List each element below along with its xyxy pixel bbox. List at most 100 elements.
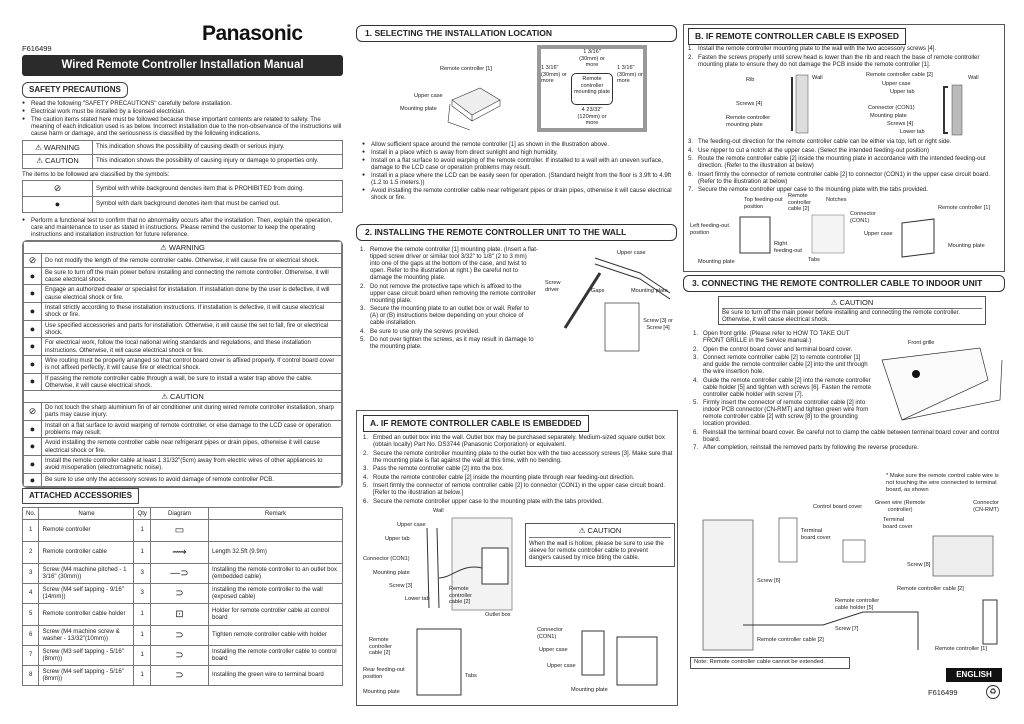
- warning-row: ●Be sure to use only the accessory screw…: [23, 472, 342, 488]
- step-item: 4.Use nipper to cut a notch at the upper…: [688, 147, 1002, 154]
- step-item: 4.Be sure to use only the screws provide…: [360, 328, 538, 335]
- warning-text: Use specified accessories and parts for …: [41, 319, 342, 339]
- upper-case-drawing: [416, 628, 658, 696]
- label-mounting-plate: Mounting plate: [400, 106, 437, 112]
- label-screws: Screws [4]: [887, 121, 914, 127]
- item-diagram-icon: ⊃: [149, 582, 209, 604]
- warning-text: Do not modify the length of the remote c…: [41, 253, 342, 268]
- recycle-icon: ♻: [986, 685, 1000, 699]
- label-upper-case: Upper case: [414, 93, 443, 99]
- safety-heading: SAFETY PRECAUTIONS: [22, 82, 128, 99]
- label-remote-controller: Remote controller [1]: [938, 205, 990, 211]
- warning-caution-table: ⚠ WARNING⊘Do not modify the length of th…: [22, 240, 343, 489]
- section-3-steps: 1.Open front grille. (Please refer to HO…: [693, 330, 1005, 453]
- step-text: Install the remote controller mounting p…: [698, 45, 937, 52]
- document-number: F616499: [22, 44, 52, 53]
- label-notches: Notches: [826, 197, 847, 203]
- step-item: 6.Insert firmly the connector of remote …: [688, 171, 1002, 185]
- item-number: 1: [21, 518, 40, 542]
- indication-text: This indication shows the possibility of…: [92, 140, 343, 155]
- label-rib: Rib: [746, 77, 755, 83]
- item-remark: [207, 518, 344, 542]
- step-number: 5.: [693, 399, 699, 406]
- mandatory-icon: ●: [23, 472, 42, 488]
- label-wall: Wall: [812, 75, 823, 81]
- section-b-box: B. IF REMOTE CONTROLLER CABLE IS EXPOSED…: [683, 24, 1005, 272]
- label-upper-tab: Upper tab: [890, 89, 915, 95]
- item-remark: Installing the green wire to terminal bo…: [207, 664, 344, 686]
- step-item: 3.Connect remote controller cable [2] to…: [693, 354, 871, 375]
- step-text: Secure the remote controller mounting pl…: [373, 449, 673, 464]
- item-diagram-icon: ⊡: [149, 602, 209, 626]
- label-rc-cable: Remote controller cable [2]: [757, 637, 824, 643]
- item-remark: Installing the remote controller to an o…: [207, 562, 344, 584]
- label-left-feeding: Left feeding-out position: [690, 223, 729, 236]
- step-text: The feeding-out direction for the remote…: [698, 138, 952, 145]
- label-mounting-plate: Mounting plate: [373, 570, 410, 576]
- label-rc-cable: Remote controller cable [2]: [788, 193, 812, 213]
- label-outlet-box: Outlet box: [485, 612, 511, 618]
- step-text: Do not remove the protective tape which …: [370, 282, 536, 304]
- item-qty: 1: [133, 644, 151, 666]
- step-item: 4.Route the remote controller cable [2] …: [363, 474, 673, 481]
- indoor-unit-drawing: [881, 347, 1003, 421]
- cable-note: * Make sure the remote control cable wir…: [886, 473, 999, 493]
- safety-bullet: Read the following "SAFETY PRECAUTIONS" …: [22, 100, 343, 107]
- prohibited-icon: ⊘: [23, 402, 42, 421]
- warning-row: ●Install on a flat surface to avoid warp…: [23, 419, 342, 439]
- warning-row: ●Use specified accessories and parts for…: [23, 319, 342, 339]
- brand-logo: Panasonic: [202, 22, 303, 45]
- label-screw-7: Screw [7]: [835, 626, 859, 632]
- step-text: After completion, reinstall the removed …: [703, 444, 919, 451]
- step-text: Connect remote controller cable [2] to r…: [703, 354, 868, 375]
- safety-bullet: The caution items stated here must be fo…: [22, 116, 343, 137]
- mandatory-icon: ●: [23, 354, 42, 374]
- warning-row: ●If passing the remote controller cable …: [23, 372, 342, 392]
- label-remote-controller: Remote controller [1]: [935, 646, 987, 652]
- rib-illustration: Rib Wall Screws [4] Remote controller mo…: [684, 71, 1004, 137]
- item-qty: 1: [133, 518, 151, 542]
- step-item: 2.Fasten the screws properly until screw…: [688, 54, 1002, 68]
- step-item: 2.Open the control board cover and termi…: [693, 346, 871, 353]
- mandatory-icon: ●: [23, 266, 42, 286]
- label-clearance-right: 1 3/16" (30mm) or more: [617, 65, 643, 85]
- section-a-steps: 1.Embed an outlet box into the wall. Out…: [363, 434, 673, 506]
- label-connector-cn-rmt: Connector (CN-RMT): [973, 500, 999, 513]
- item-name: Remote controller cable holder: [38, 602, 135, 626]
- step-text: Secure the remote controller upper case …: [698, 186, 929, 193]
- label-mounting-plate: Mounting plate: [698, 259, 735, 265]
- label-cable: Remote controller cable [2]: [449, 586, 473, 606]
- column-header: Name: [38, 507, 135, 520]
- step-number: 2.: [363, 449, 369, 457]
- symbol-text: Symbol with white background denotes ite…: [92, 180, 343, 198]
- safety-bullets: Read the following "SAFETY PRECAUTIONS" …: [22, 100, 343, 137]
- section-3-caution: ⚠ CAUTION Be sure to turn off the main p…: [718, 296, 986, 326]
- indication-label: ⚠ WARNING: [22, 140, 93, 155]
- step-number: 2.: [693, 345, 699, 353]
- warning-text: Engage an authorized dealer or specialis…: [41, 284, 342, 304]
- label-mounting-plate: Mounting plate: [870, 113, 907, 119]
- item-qty: 3: [133, 582, 151, 604]
- label-terminal-board-cover: Terminal board cover: [883, 517, 913, 530]
- mandatory-icon: ●: [22, 196, 93, 213]
- step-item: 3.Pass the remote controller cable [2] i…: [363, 465, 673, 472]
- step-text: Insert firmly the connector of remote co…: [373, 482, 665, 496]
- step-item: 4.Guide the remote controller cable [2] …: [693, 377, 871, 398]
- item-diagram-icon: —⊃: [149, 562, 209, 584]
- prohibited-icon: ⊘: [22, 180, 93, 198]
- item-diagram-icon: ⟿: [149, 540, 209, 564]
- label-wall: Wall: [433, 508, 444, 514]
- screwdriver-illustration: Upper case Screw driver Gaps Mounting pl…: [545, 248, 675, 353]
- upper-case-illustration: Remote controller cable [2] Rear feeding…: [357, 623, 675, 703]
- step-item: 7.After completion, reinstall the remove…: [693, 444, 1005, 451]
- step-text: Pass the remote controller cable [2] int…: [373, 465, 504, 472]
- location-bullet: Install on a flat surface to avoid warpi…: [362, 157, 674, 171]
- label-rc-cable: Remote controller cable [2]: [866, 72, 933, 78]
- label-upper-tab: Upper tab: [385, 536, 410, 542]
- step-item: 1.Install the remote controller mounting…: [688, 45, 1002, 52]
